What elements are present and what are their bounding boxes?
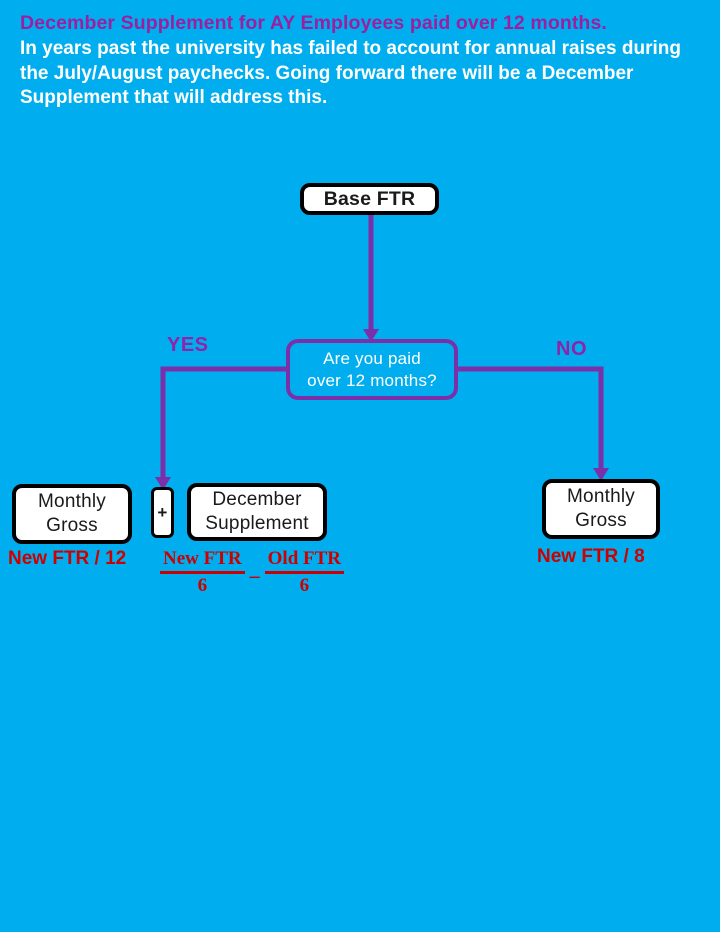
page-title: December Supplement for AY Employees pai… [20, 12, 607, 34]
node-base-ftr-label: Base FTR [323, 188, 416, 210]
node-monthly-gross-yes[interactable]: Monthly Gross [12, 484, 132, 544]
node-monthly-gross-no-line1: Monthly [567, 486, 635, 507]
node-monthly-gross-yes-line1: Monthly [38, 491, 106, 512]
node-monthly-gross-no[interactable]: Monthly Gross [542, 479, 660, 539]
formula-monthly-gross-no: New FTR / 8 [537, 546, 645, 567]
node-decision-paid-over-12-months[interactable]: Are you paid over 12 months? [286, 339, 458, 400]
node-december-supplement-line1: December [212, 489, 302, 510]
connector-yes-branch [160, 366, 286, 479]
fraction-bar-left [160, 571, 245, 574]
fraction-new-ftr-over-6: New FTR 6 [160, 548, 245, 597]
node-decision-line1: Are you paid [323, 348, 421, 368]
fraction-minus-operator: – [249, 564, 260, 587]
node-december-supplement[interactable]: December Supplement [187, 483, 327, 541]
fraction-old-ftr-over-6: Old FTR 6 [264, 548, 345, 597]
branch-label-no: NO [556, 338, 587, 360]
branch-label-yes: YES [167, 334, 209, 356]
fraction-new-ftr-denominator: 6 [197, 575, 208, 596]
header-block: December Supplement for AY Employees pai… [20, 10, 692, 111]
formula-december-supplement: New FTR 6 – Old FTR 6 [160, 548, 345, 597]
node-december-supplement-label: December Supplement [205, 488, 308, 536]
node-decision-label: Are you paid over 12 months? [307, 348, 437, 392]
node-monthly-gross-yes-line2: Gross [46, 515, 98, 536]
plus-operator-label: + [157, 502, 168, 522]
fraction-old-ftr-denominator: 6 [299, 575, 310, 596]
node-monthly-gross-yes-label: Monthly Gross [38, 490, 106, 538]
node-decision-line2: over 12 months? [307, 370, 437, 390]
node-base-ftr[interactable]: Base FTR [300, 183, 439, 215]
fraction-bar-right [264, 571, 345, 574]
fraction-old-ftr-numerator: Old FTR [267, 548, 342, 569]
node-december-supplement-line2: Supplement [205, 513, 309, 534]
node-monthly-gross-no-label: Monthly Gross [567, 485, 635, 533]
node-plus-operator: + [151, 487, 174, 538]
node-monthly-gross-no-line2: Gross [575, 510, 627, 531]
connector-no-branch [458, 366, 604, 470]
formula-monthly-gross-yes: New FTR / 12 [8, 548, 127, 569]
fraction-new-ftr-numerator: New FTR [163, 548, 242, 569]
page-description: In years past the university has failed … [20, 38, 681, 108]
